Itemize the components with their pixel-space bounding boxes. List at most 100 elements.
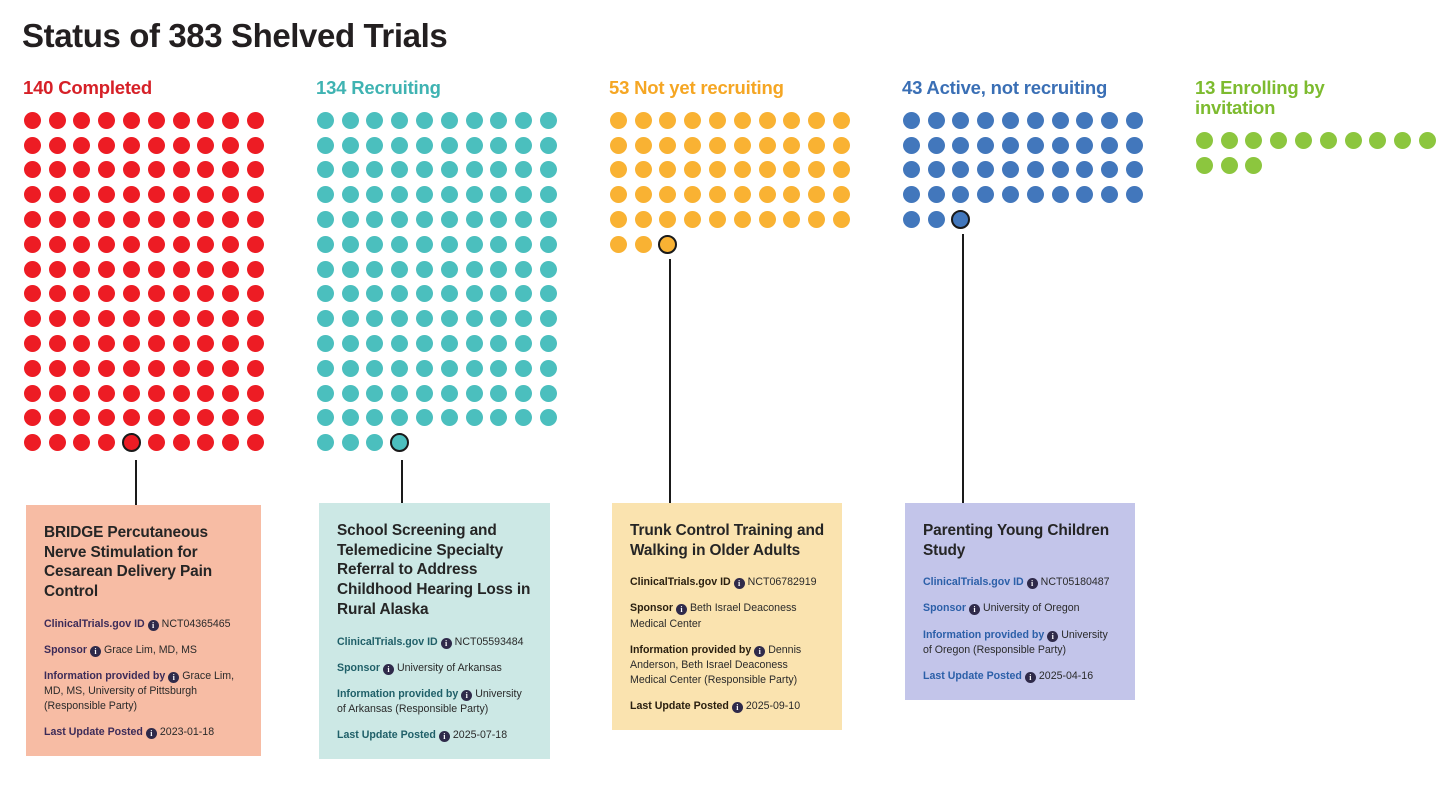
trial-dot-shape bbox=[440, 211, 458, 229]
highlighted-trial-dot[interactable] bbox=[390, 433, 410, 453]
info-icon[interactable]: i bbox=[145, 728, 157, 740]
trial-dot-shape bbox=[366, 335, 384, 353]
trial-card-field-value: 2025-04-16 bbox=[1038, 669, 1094, 682]
info-icon[interactable]: i bbox=[1026, 578, 1038, 590]
trial-dot bbox=[536, 182, 561, 207]
highlighted-trial-dot[interactable] bbox=[951, 210, 971, 230]
trial-dot bbox=[144, 182, 169, 207]
trial-card-field-label: Sponsor bbox=[630, 602, 673, 615]
trial-dot-shape bbox=[440, 186, 458, 204]
trial-dot-shape bbox=[197, 235, 215, 253]
trial-dot bbox=[606, 232, 631, 257]
trial-dot-shape bbox=[416, 211, 434, 229]
trial-dot bbox=[338, 306, 363, 331]
trial-dot-shape bbox=[197, 335, 215, 353]
trial-dot bbox=[1217, 153, 1242, 178]
trial-dot-shape bbox=[1220, 131, 1238, 149]
info-icon[interactable]: i bbox=[438, 730, 450, 742]
trial-dot-shape bbox=[1076, 136, 1094, 154]
info-icon[interactable]: i bbox=[675, 604, 687, 616]
trial-dot bbox=[755, 133, 780, 158]
trial-dot-shape bbox=[783, 111, 801, 129]
info-icon[interactable]: i bbox=[168, 671, 180, 683]
trial-dot bbox=[144, 306, 169, 331]
trial-dot bbox=[94, 282, 119, 307]
trial-dot-shape bbox=[222, 310, 240, 328]
info-icon[interactable]: i bbox=[89, 645, 101, 657]
trial-dot bbox=[1192, 128, 1217, 153]
info-icon[interactable]: i bbox=[754, 645, 766, 657]
trial-dot bbox=[511, 232, 536, 257]
trial-dot-shape bbox=[341, 111, 359, 129]
trial-dot bbox=[363, 381, 388, 406]
trial-dot-shape bbox=[23, 235, 41, 253]
trial-dot bbox=[412, 306, 437, 331]
trial-dot-shape bbox=[48, 285, 66, 303]
trial-dot-shape bbox=[147, 434, 165, 452]
info-icon[interactable]: i bbox=[1024, 671, 1036, 683]
trial-dot bbox=[998, 108, 1023, 133]
trial-dot bbox=[144, 232, 169, 257]
highlighted-trial-dot[interactable] bbox=[122, 433, 142, 453]
trial-dot bbox=[462, 257, 487, 282]
trial-dot-shape bbox=[341, 335, 359, 353]
trial-dot-shape bbox=[73, 186, 91, 204]
trial-dot-shape bbox=[247, 384, 265, 402]
trial-dot-shape bbox=[515, 136, 533, 154]
trial-dot-shape bbox=[123, 409, 141, 427]
trial-dot bbox=[20, 356, 45, 381]
trial-dot-shape bbox=[758, 211, 776, 229]
info-icon[interactable]: i bbox=[731, 701, 743, 713]
trial-dot-shape bbox=[316, 136, 334, 154]
page-title: Status of 383 Shelved Trials bbox=[22, 17, 448, 54]
trial-dot bbox=[511, 108, 536, 133]
trial-card-recruiting[interactable]: School Screening and Telemedicine Specia… bbox=[319, 503, 550, 759]
trial-dot-shape bbox=[1369, 131, 1387, 149]
trial-dot bbox=[511, 133, 536, 158]
trial-dot-shape bbox=[391, 211, 409, 229]
trial-dot-shape bbox=[172, 434, 190, 452]
trial-card-not_yet_recruiting[interactable]: Trunk Control Training and Walking in Ol… bbox=[612, 503, 842, 730]
trial-dot-shape bbox=[1126, 161, 1144, 179]
trial-card-completed[interactable]: BRIDGE Percutaneous Nerve Stimulation fo… bbox=[26, 505, 261, 757]
trial-dot-shape bbox=[490, 285, 508, 303]
trial-dot-shape bbox=[316, 335, 334, 353]
trial-dot-shape bbox=[609, 161, 627, 179]
trial-dot bbox=[194, 232, 219, 257]
trial-dot-shape bbox=[808, 211, 826, 229]
trial-dot bbox=[94, 182, 119, 207]
trial-dot bbox=[462, 331, 487, 356]
info-icon[interactable]: i bbox=[382, 663, 394, 675]
trial-dot-shape bbox=[1126, 186, 1144, 204]
trial-dot-shape bbox=[123, 161, 141, 179]
trial-dot-shape bbox=[123, 111, 141, 129]
trial-dot-shape bbox=[952, 161, 970, 179]
trial-dot-shape bbox=[222, 335, 240, 353]
trial-dot-shape bbox=[247, 285, 265, 303]
info-icon[interactable]: i bbox=[147, 619, 159, 631]
trial-dot-shape bbox=[1419, 131, 1437, 149]
trial-dot-shape bbox=[515, 285, 533, 303]
trial-dot-shape bbox=[634, 235, 652, 253]
info-icon[interactable]: i bbox=[440, 637, 452, 649]
trial-dot-shape bbox=[808, 136, 826, 154]
highlighted-trial-dot[interactable] bbox=[658, 234, 678, 254]
trial-dot-shape bbox=[366, 359, 384, 377]
info-icon[interactable]: i bbox=[461, 689, 473, 701]
info-icon[interactable]: i bbox=[968, 604, 980, 616]
trial-dot-shape bbox=[1002, 136, 1020, 154]
trial-dot-shape bbox=[733, 111, 751, 129]
trial-dot bbox=[536, 158, 561, 183]
trial-dot-shape bbox=[48, 111, 66, 129]
trial-dot bbox=[70, 133, 95, 158]
trial-dot-shape bbox=[341, 409, 359, 427]
trial-dot bbox=[243, 207, 268, 232]
trial-dot bbox=[243, 406, 268, 431]
trial-dot bbox=[462, 232, 487, 257]
trial-dot bbox=[45, 232, 70, 257]
trial-card-title: Parenting Young Children Study bbox=[923, 522, 1109, 559]
info-icon[interactable]: i bbox=[1047, 630, 1059, 642]
info-icon[interactable]: i bbox=[733, 578, 745, 590]
